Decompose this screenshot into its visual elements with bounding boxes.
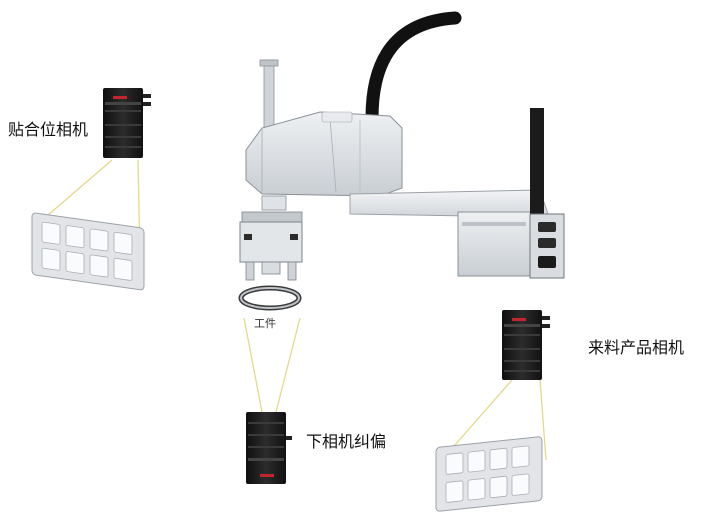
scara-robot-icon xyxy=(238,11,565,311)
robot-cable xyxy=(365,11,462,125)
industrial-camera-icon xyxy=(502,310,550,380)
robot-arm-head xyxy=(245,111,403,197)
incoming-camera-label: 来料产品相机 xyxy=(588,338,685,357)
fov-line-workpiece-right xyxy=(275,317,301,413)
fov-line-placement-left xyxy=(39,159,113,223)
workpiece-label: 工件 xyxy=(254,317,276,330)
robot-tower xyxy=(530,108,544,220)
fov-lines xyxy=(39,159,547,463)
bottom-camera-label: 下相机纠偏 xyxy=(306,432,387,451)
parts-tray-icon xyxy=(31,212,145,291)
placement-camera-label: 贴合位相机 xyxy=(8,120,89,139)
robot-flange xyxy=(261,195,287,211)
fov-line-workpiece-left xyxy=(243,317,263,413)
ring-workpiece-icon xyxy=(238,285,302,311)
fov-line-incoming-right xyxy=(539,379,547,461)
robot-gripper xyxy=(239,221,303,263)
industrial-camera-icon xyxy=(246,412,292,484)
robot-base xyxy=(457,211,533,277)
robot-shaft xyxy=(263,59,275,133)
parts-tray-icon xyxy=(435,436,543,512)
industrial-camera-icon xyxy=(103,88,151,158)
